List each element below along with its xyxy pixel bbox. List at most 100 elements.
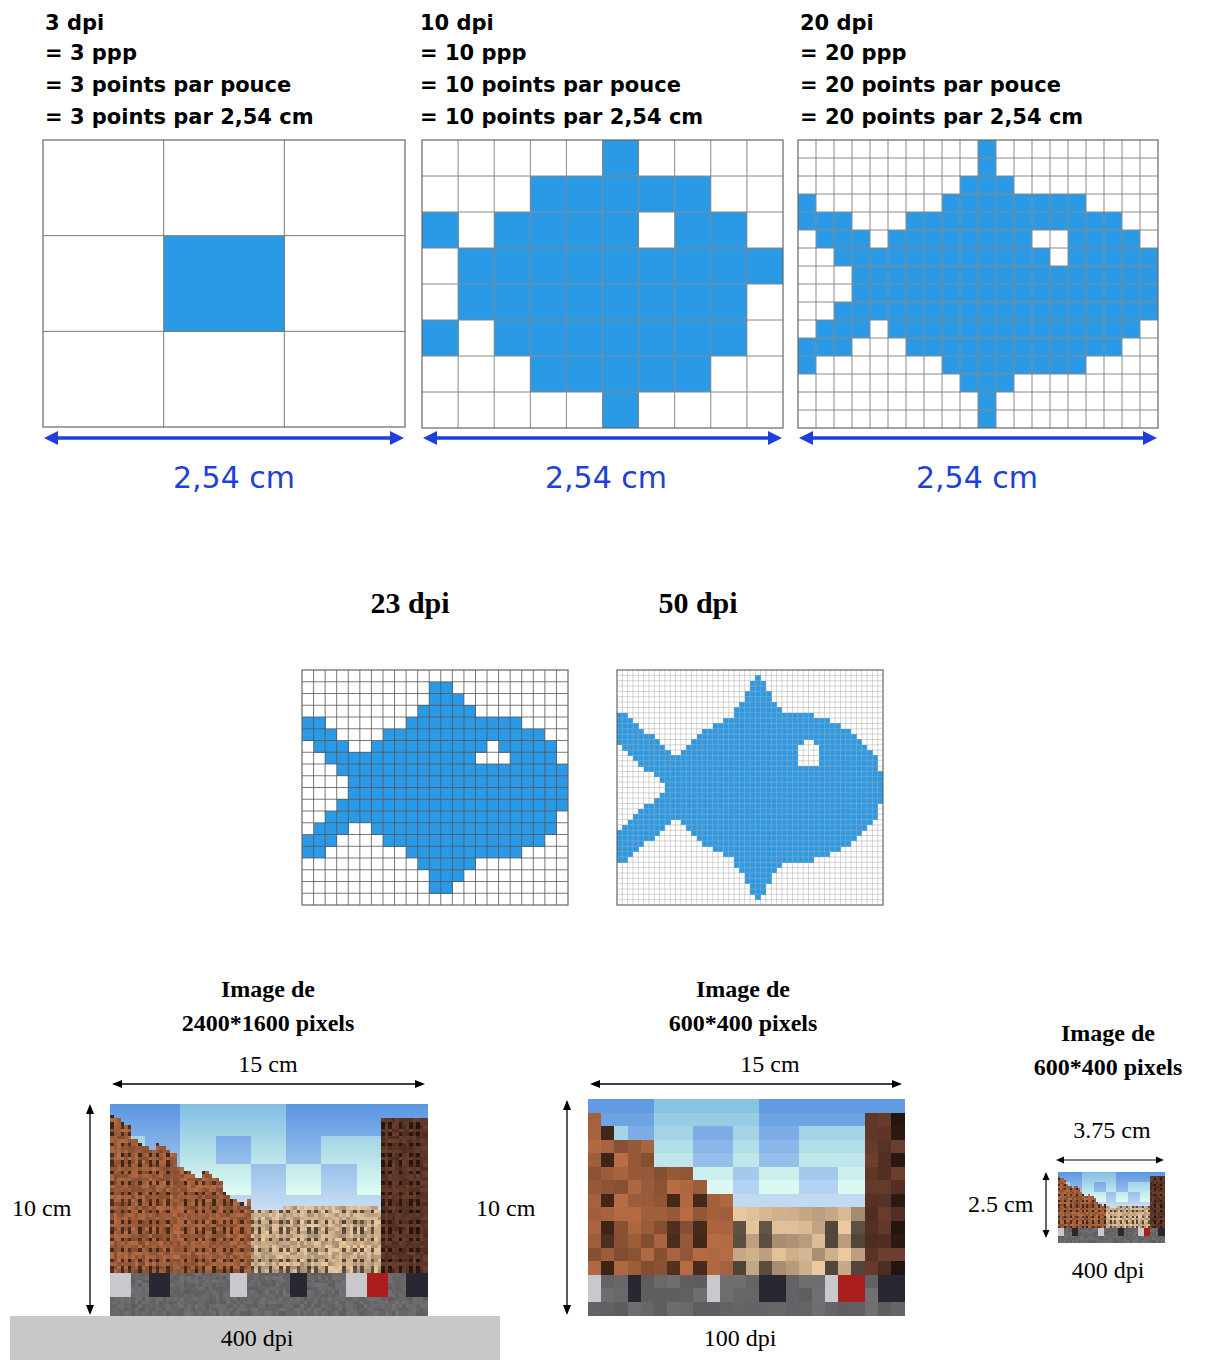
photo-pixel xyxy=(156,1118,160,1122)
blue-pixel xyxy=(761,889,767,895)
blue-pixel xyxy=(787,718,793,724)
blue-pixel xyxy=(556,799,568,811)
photo-pixel xyxy=(353,1111,357,1115)
photo-pixel xyxy=(388,1104,392,1108)
photo-pixel xyxy=(328,1104,332,1108)
blue-pixel xyxy=(723,852,729,858)
photo-pixel xyxy=(166,1118,170,1122)
blue-pixel xyxy=(729,836,735,842)
blue-pixel xyxy=(649,766,655,772)
blue-pixel xyxy=(429,682,441,694)
blue-pixel xyxy=(603,212,640,248)
blue-pixel xyxy=(406,823,418,835)
blue-pixel xyxy=(734,809,740,815)
arrow-head xyxy=(892,1080,902,1088)
blue-pixel xyxy=(665,820,671,826)
photo-pixel xyxy=(350,1104,354,1108)
blue-pixel xyxy=(697,750,703,756)
photo-pixel xyxy=(269,1118,273,1122)
photo-pixel xyxy=(357,1108,361,1112)
blue-pixel xyxy=(649,825,655,831)
blue-pixel xyxy=(739,846,745,852)
blue-pixel xyxy=(761,713,767,719)
blue-pixel xyxy=(846,729,852,735)
photo-pixel xyxy=(138,1115,142,1119)
blue-pixel xyxy=(1086,320,1104,338)
blue-pixel xyxy=(739,814,745,820)
blue-pixel xyxy=(1086,338,1104,356)
blue-pixel xyxy=(750,755,756,761)
blue-pixel xyxy=(867,761,873,767)
blue-pixel xyxy=(851,750,857,756)
blue-pixel xyxy=(793,777,799,783)
blue-pixel xyxy=(862,782,868,788)
blue-pixel xyxy=(702,777,708,783)
photo-pixel xyxy=(117,1118,121,1122)
blue-pixel xyxy=(622,836,628,842)
blue-pixel xyxy=(766,739,772,745)
blue-pixel xyxy=(383,776,395,788)
blue-pixel xyxy=(840,734,846,740)
blue-pixel xyxy=(464,752,476,764)
blue-pixel xyxy=(787,830,793,836)
photo-pixel xyxy=(364,1104,368,1108)
blue-pixel xyxy=(777,836,783,842)
blue-pixel xyxy=(819,788,825,794)
blue-pixel xyxy=(418,764,430,776)
photo-pixel xyxy=(286,1115,290,1119)
blue-pixel xyxy=(771,804,777,810)
blue-pixel xyxy=(824,729,830,735)
photo-pixel xyxy=(381,1111,385,1115)
blue-pixel xyxy=(441,682,453,694)
blue-pixel xyxy=(723,739,729,745)
blue-pixel xyxy=(628,734,634,740)
pixel-grid xyxy=(43,140,405,427)
photo-pixel xyxy=(152,1104,156,1108)
blue-pixel xyxy=(360,811,372,823)
photo-pixel xyxy=(240,1111,244,1115)
dimension-arrow xyxy=(1056,1157,1164,1164)
blue-pixel xyxy=(867,782,873,788)
photo-pixel xyxy=(142,1111,146,1115)
blue-pixel xyxy=(739,777,745,783)
blue-pixel xyxy=(745,836,751,842)
photo-pixel xyxy=(272,1108,276,1112)
blue-pixel xyxy=(723,798,729,804)
blue-pixel xyxy=(787,750,793,756)
blue-pixel xyxy=(755,739,761,745)
photo-pixel xyxy=(180,1111,184,1115)
blue-pixel xyxy=(691,755,697,761)
blue-pixel xyxy=(633,830,639,836)
blue-pixel xyxy=(787,857,793,863)
blue-pixel xyxy=(787,766,793,772)
photo-pixel xyxy=(364,1111,368,1115)
blue-pixel xyxy=(675,248,712,284)
blue-pixel xyxy=(777,782,783,788)
photo-pixel xyxy=(350,1108,354,1112)
blue-pixel xyxy=(787,798,793,804)
blue-pixel xyxy=(1014,302,1032,320)
blue-pixel xyxy=(383,764,395,776)
blue-pixel xyxy=(702,739,708,745)
blue-pixel xyxy=(787,713,793,719)
blue-pixel xyxy=(856,788,862,794)
blue-pixel xyxy=(750,681,756,687)
blue-pixel xyxy=(360,752,372,764)
blue-pixel xyxy=(617,830,623,836)
blue-pixel xyxy=(798,212,816,230)
blue-pixel xyxy=(846,788,852,794)
dimension-arrow xyxy=(112,1080,425,1088)
blue-pixel xyxy=(406,835,418,847)
blue-pixel xyxy=(429,764,441,776)
blue-pixel xyxy=(734,734,740,740)
blue-pixel xyxy=(761,718,767,724)
blue-pixel xyxy=(702,782,708,788)
blue-pixel xyxy=(803,846,809,852)
photo-pixel xyxy=(156,1104,160,1108)
blue-pixel xyxy=(814,830,820,836)
blue-pixel xyxy=(713,766,719,772)
blue-pixel xyxy=(755,884,761,890)
photo-pixel xyxy=(385,1111,389,1115)
blue-pixel xyxy=(840,771,846,777)
photo-pixel xyxy=(406,1111,410,1115)
